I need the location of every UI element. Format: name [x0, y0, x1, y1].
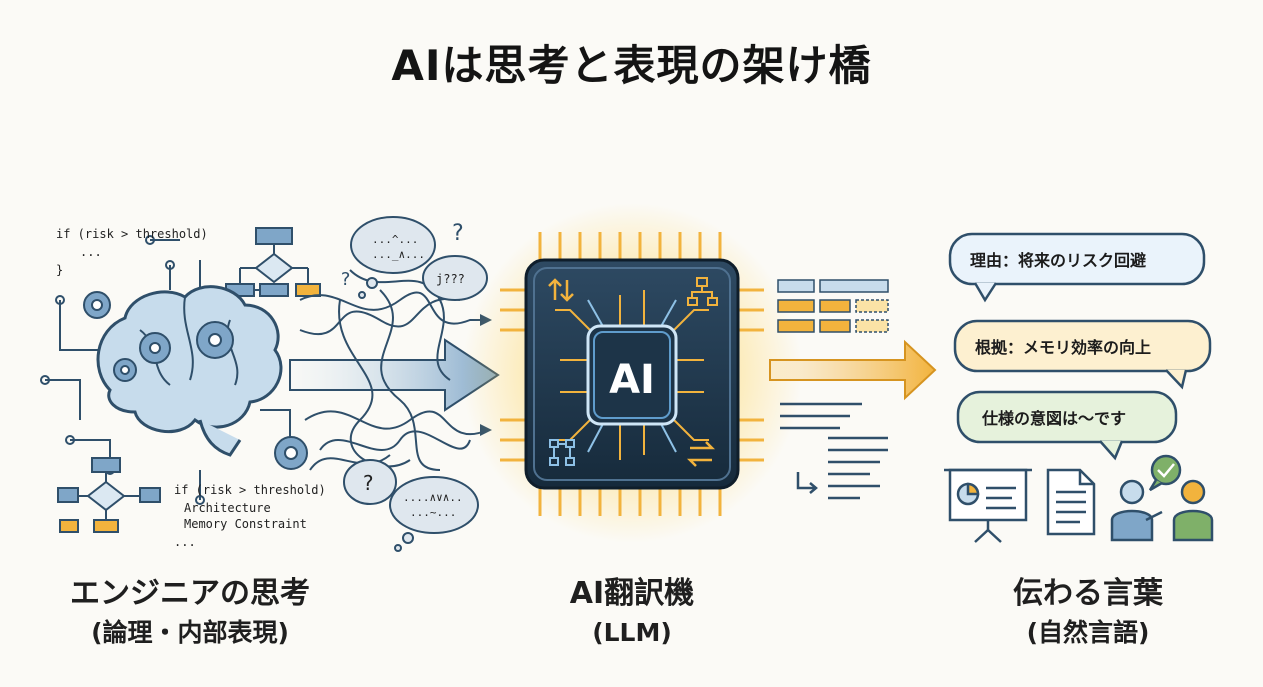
flowchart-bottom [57, 457, 161, 533]
table-icon [777, 279, 889, 333]
flowchart-top [225, 227, 321, 297]
caption-ai-translator: AI翻訳機 (LLM) [462, 574, 802, 652]
speech-bubble-evidence: 根拠：メモリ効率の向上 [953, 319, 1212, 390]
caption-ai-main: AI翻訳機 [569, 576, 695, 611]
output-arrow-icon [769, 339, 937, 401]
thought-cloud-4-text: ....∧∨∧.. [403, 491, 463, 504]
code-bottom-line2: Architecture [184, 501, 271, 515]
caption-engineer-sub: (論理・内部表現) [91, 618, 289, 647]
person-icon-left [1110, 479, 1163, 542]
question-mark-2: ? [340, 269, 351, 290]
code-bottom-line1: if (risk > threshold) [174, 483, 326, 497]
caption-engineer-main: エンジニアの思考 [70, 576, 310, 611]
presentation-icon [944, 468, 1032, 543]
brain-icon [96, 285, 283, 457]
text-lines-icon [780, 402, 888, 500]
bubble-spec-text: 仕様の意図は〜です [981, 409, 1126, 428]
document-icon [1046, 468, 1096, 536]
code-top-line2: ... [80, 245, 102, 259]
chip-pins [500, 232, 764, 516]
thought-cloud-2: j??? [422, 255, 488, 301]
left-panel: if (risk > threshold) ... } [40, 227, 326, 549]
bubble-evidence-text: 根拠：メモリ効率の向上 [975, 338, 1151, 357]
person-icon-right [1172, 479, 1214, 542]
caption-conveyed-words: 伝わる言葉 (自然言語) [918, 574, 1258, 652]
thought-cloud-3: ? [343, 459, 397, 505]
speech-bubble-spec: 仕様の意図は〜です [956, 390, 1178, 461]
thought-cloud-3-text: ? [362, 471, 374, 495]
ai-chip: AI [462, 203, 802, 543]
code-top-line1: if (risk > threshold) [56, 227, 208, 241]
thought-cloud-4: ....∧∨∧.. ...~... [389, 476, 479, 552]
check-bubble-icon [1148, 454, 1182, 492]
structured-output: 理由：将来のリスク回避 根拠：メモリ効率の向上 仕様の意図は〜です [769, 232, 1214, 543]
thought-cloud-1-text: ...^... [372, 233, 418, 246]
hierarchy-icon [687, 277, 718, 306]
page-title: AIは思考と表現の架け橋 [391, 41, 872, 90]
network-icon [549, 439, 575, 466]
code-top-line3: } [56, 263, 63, 277]
thought-cloud-4-text-b: ...~... [410, 506, 456, 519]
thought-cloud-1: ...^... ..._∧... [350, 216, 436, 299]
code-bottom-line4: ... [174, 535, 196, 549]
thought-cloud-2-text: j??? [436, 272, 465, 286]
question-mark-1: ? [451, 221, 464, 246]
caption-conveyed-main: 伝わる言葉 [1013, 576, 1163, 611]
caption-engineer-thinking: エンジニアの思考 (論理・内部表現) [20, 574, 360, 652]
caption-ai-sub: (LLM) [592, 618, 672, 647]
refresh-icon [686, 441, 716, 467]
chip-traces [555, 290, 709, 460]
caption-conveyed-sub: (自然言語) [1026, 618, 1150, 647]
thought-cloud-1-text-b: ..._∧... [372, 248, 425, 261]
chip-ai-label: AI [609, 357, 655, 403]
speech-bubble-reason: 理由：将来のリスク回避 [948, 232, 1206, 303]
code-bottom-line3: Memory Constraint [184, 517, 307, 531]
bubble-reason-text: 理由：将来のリスク回避 [970, 251, 1146, 270]
circuit-traces [40, 235, 295, 505]
sort-arrows-icon [548, 278, 574, 302]
gear-icon-bottom [274, 436, 308, 470]
gear-icon-left-top [83, 291, 111, 319]
